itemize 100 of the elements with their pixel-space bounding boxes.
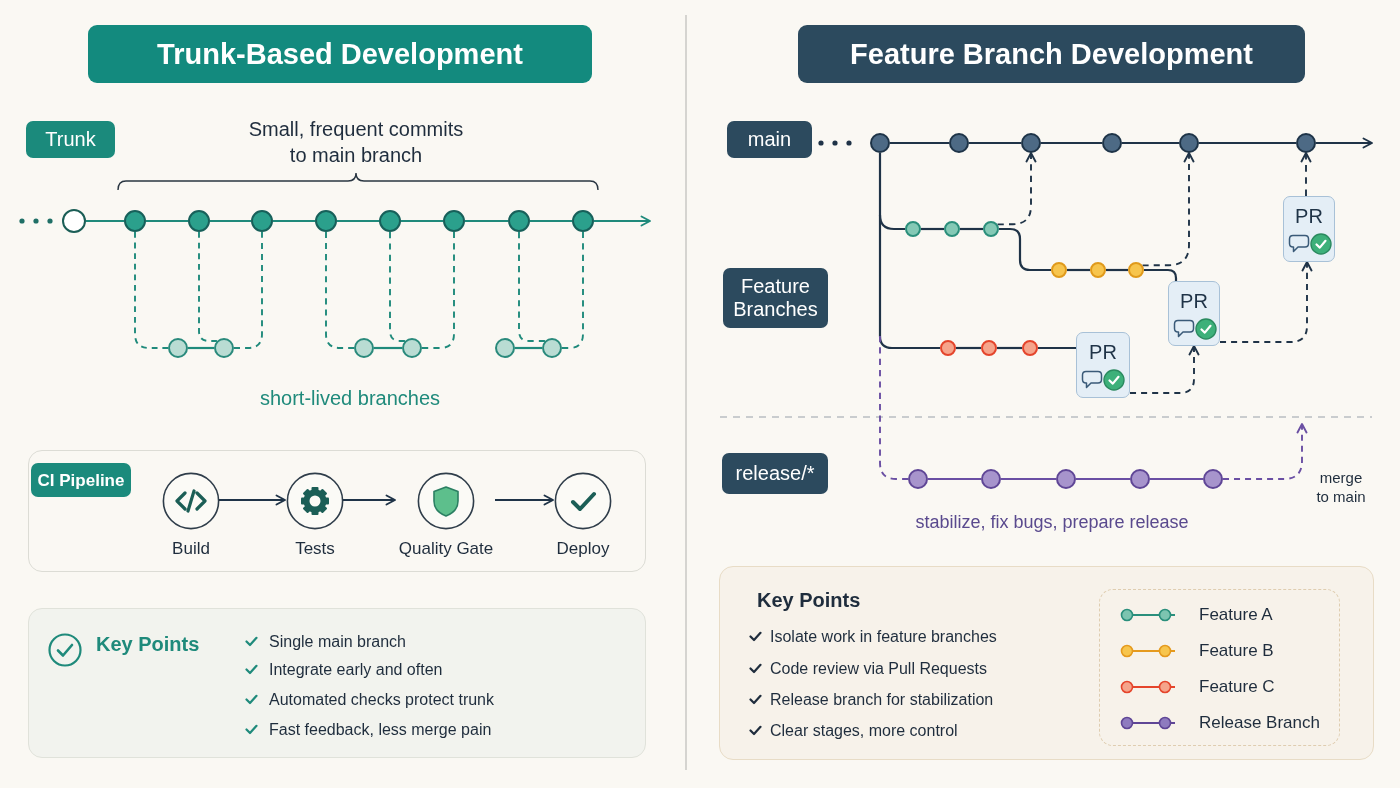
- commit-dot: [1090, 262, 1106, 278]
- dashed-connector-line: [233, 231, 263, 349]
- commit-dot: [983, 221, 999, 237]
- commit-dot: [1296, 133, 1316, 153]
- commit-dot: [1128, 262, 1144, 278]
- dashed-connector-line: [561, 231, 584, 349]
- annotation-text: Small, frequent commits to main branch: [247, 117, 465, 168]
- commit-dot: [508, 210, 530, 232]
- connector-line: [928, 477, 981, 481]
- commit-dot: [168, 338, 188, 358]
- connector-line: [1144, 268, 1178, 281]
- key-points-panel: [28, 608, 646, 758]
- dashed-arrow: [1129, 345, 1200, 394]
- commit-dot: [495, 338, 515, 358]
- connector-line: [401, 219, 443, 223]
- connector-line: [956, 346, 981, 350]
- commit-dot: [124, 210, 146, 232]
- panel-heading: Key Points: [96, 632, 200, 656]
- commit-dot: [1102, 133, 1122, 153]
- connector-line: [337, 219, 379, 223]
- commit-dot: [1022, 340, 1038, 356]
- commit-dot: [944, 221, 960, 237]
- connector-line: [146, 219, 188, 223]
- dashed-connector-line: [325, 231, 355, 349]
- commit-dot: [870, 133, 890, 153]
- dashed-connector-line: [389, 231, 406, 342]
- commit-dot: [981, 340, 997, 356]
- commit-dot: [379, 210, 401, 232]
- commit-dot: [251, 210, 273, 232]
- connector-line: [921, 227, 944, 231]
- commit-dot: [1021, 133, 1041, 153]
- commit-dot: [354, 338, 374, 358]
- dashed-connector-line: [198, 231, 218, 342]
- pipeline-panel: [28, 450, 646, 572]
- commit-dot: [1203, 469, 1223, 489]
- commit-dot: [214, 338, 234, 358]
- connector-line: [960, 227, 983, 231]
- connector-line: [1067, 268, 1090, 272]
- commit-dot: [905, 221, 921, 237]
- connector-line: [465, 219, 508, 223]
- connector-line: [1041, 141, 1102, 145]
- commit-dot: [1130, 469, 1150, 489]
- pull-request-card: [1283, 196, 1335, 262]
- connector-line: [273, 219, 315, 223]
- annotation-text: stabilize, fix bugs, prepare release: [915, 511, 1189, 534]
- connector-line: [1001, 477, 1056, 481]
- list-item-text: Integrate early and often: [269, 660, 443, 680]
- arrow: [594, 215, 651, 227]
- list-item-text: Clear stages, more control: [770, 721, 958, 741]
- list-item-text: Isolate work in feature branches: [770, 627, 997, 647]
- dashed-arrow: [1222, 423, 1308, 480]
- connector-line: [1038, 346, 1076, 350]
- dashed-arrow: [1141, 152, 1195, 267]
- list-item-text: Release branch for stabilization: [770, 690, 994, 710]
- dashed-connector-line: [879, 335, 909, 480]
- card-title: PR: [1295, 204, 1323, 228]
- connector-line: [997, 346, 1022, 350]
- dashed-arrow: [996, 152, 1037, 226]
- commit-dot: [315, 210, 337, 232]
- step-label: Deploy: [556, 538, 610, 560]
- connector-line: [1106, 268, 1128, 272]
- arrow: [343, 494, 396, 506]
- legend-label: Feature C: [1199, 676, 1275, 698]
- connector-line: [86, 219, 124, 223]
- commit-dot: [188, 210, 210, 232]
- connector-line: [969, 141, 1021, 145]
- step-label: Tests: [295, 538, 335, 560]
- commit-dot: [402, 338, 422, 358]
- branch-tag: release/*: [722, 453, 828, 494]
- commit-dot: [949, 133, 969, 153]
- panel-heading: Key Points: [757, 588, 861, 612]
- list-item-text: Single main branch: [269, 632, 406, 652]
- connector-line: [1150, 477, 1203, 481]
- legend-label: Feature A: [1199, 604, 1273, 626]
- dashed-connector-line: [421, 231, 455, 349]
- card-title: PR: [1089, 340, 1117, 364]
- connector-line: [515, 346, 542, 350]
- open-commit-circle: [62, 209, 86, 233]
- title-banner: Trunk-Based Development: [88, 25, 592, 83]
- section-tag: CI Pipeline: [31, 463, 131, 497]
- connector-line: [1122, 141, 1179, 145]
- step-label: Build: [172, 538, 210, 560]
- step-label: Quality Gate: [398, 538, 494, 560]
- key-points-panel: [719, 566, 1374, 760]
- connector-line: [374, 346, 402, 350]
- dashed-arrow: [1219, 261, 1313, 343]
- connector-line: [210, 219, 251, 223]
- commit-dot: [1179, 133, 1199, 153]
- list-item-text: Code review via Pull Requests: [770, 659, 987, 679]
- list-item-text: Automated checks protect trunk: [269, 690, 494, 710]
- commit-dot: [542, 338, 562, 358]
- pull-request-card: [1168, 281, 1220, 346]
- dashed-arrow: [1300, 152, 1312, 197]
- commit-dot: [572, 210, 594, 232]
- legend-label: Feature B: [1199, 640, 1274, 662]
- connector-line: [188, 346, 214, 350]
- arrow: [495, 494, 554, 506]
- arrow: [219, 494, 286, 506]
- title-banner: Feature Branch Development: [798, 25, 1305, 83]
- list-item-text: Fast feedback, less merge pain: [269, 720, 492, 740]
